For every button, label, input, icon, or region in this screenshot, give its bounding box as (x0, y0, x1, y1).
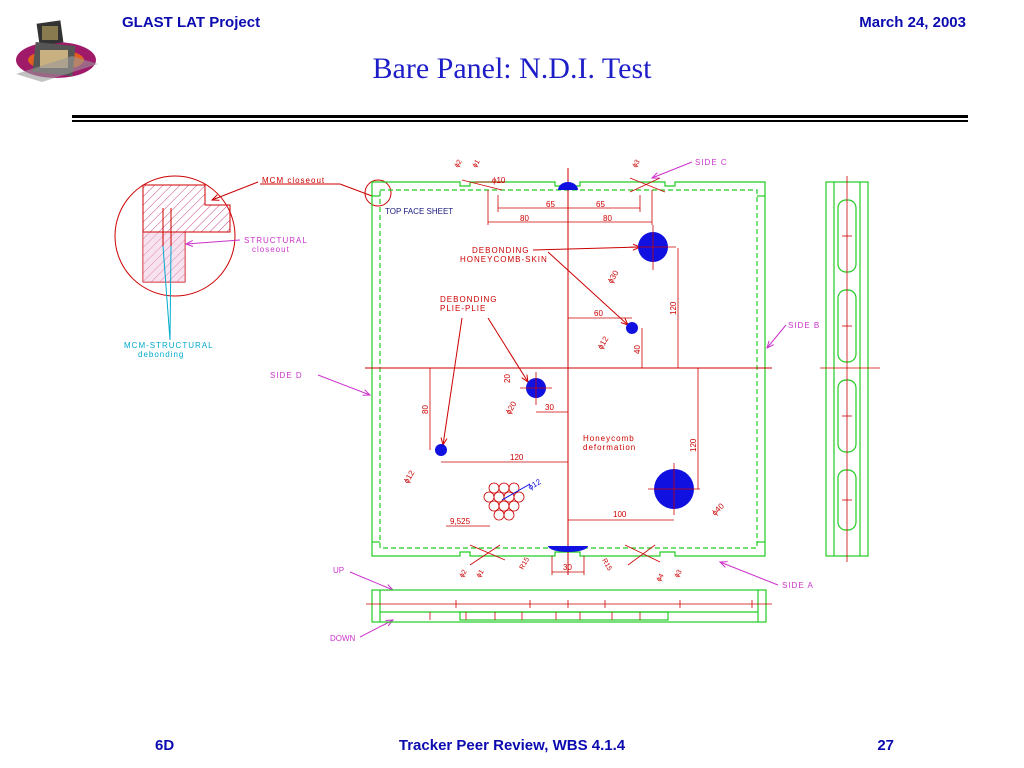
label-debonding-pp-2: PLIE-PLIE (440, 304, 486, 313)
dim-65-left: 65 (546, 200, 555, 209)
dim-phi4-bot: ϕ4 (656, 573, 666, 583)
label-mcm-structural-1: MCM-STRUCTURAL (124, 341, 214, 350)
label-side-b: SIDE B (788, 321, 820, 330)
label-debonding-pp-1: DEBONDING (440, 295, 497, 304)
defect-phi12-a (626, 322, 638, 334)
dim-80: 80 (421, 405, 430, 414)
dim-phi12-a: ϕ12 (596, 334, 611, 351)
label-debonding-hc-2: HONEYCOMB-SKIN (460, 255, 548, 264)
title-divider (72, 115, 968, 118)
presentation-date: March 24, 2003 (859, 14, 966, 31)
label-structural-1: STRUCTURAL (244, 236, 308, 245)
glast-logo-icon (16, 20, 98, 82)
dim-phi30: ϕ30 (606, 268, 621, 285)
label-down: DOWN (330, 634, 356, 643)
defect-phi12-b (435, 444, 447, 456)
dim-phi2-bot: ϕ2 (459, 569, 469, 579)
dim-30: 30 (545, 403, 554, 412)
dim-20: 20 (503, 374, 512, 383)
footer-section: 6D (155, 737, 175, 754)
honeycomb-cells (483, 482, 525, 521)
project-name: GLAST LAT Project (122, 14, 261, 31)
dim-100: 100 (613, 510, 627, 519)
label-side-c: SIDE C (695, 158, 728, 167)
dim-80-right: 80 (603, 214, 612, 223)
side-view-bottom (371, 589, 767, 623)
dim-120-lower: 120 (510, 453, 524, 462)
label-up: UP (333, 566, 344, 575)
dim-120-upper: 120 (669, 301, 678, 315)
dim-r15-right: R15 (600, 558, 613, 573)
label-structural-2: closeout (252, 245, 290, 254)
dim-phi10: ϕ10 (492, 176, 506, 185)
dim-9525: 9,525 (450, 517, 471, 526)
dim-phi12-c: ϕ12 (527, 477, 544, 492)
dim-120-right: 120 (689, 438, 698, 452)
dim-60: 60 (594, 309, 603, 318)
defect-top-edge (558, 182, 578, 190)
dim-phi40: ϕ40 (710, 501, 726, 517)
dim-phi1-top: ϕ1 (472, 159, 482, 169)
label-side-d: SIDE D (270, 371, 303, 380)
label-debonding-hc-1: DEBONDING (472, 246, 529, 255)
title-divider-thin (72, 120, 968, 122)
dim-phi2-top: ϕ2 (454, 159, 464, 169)
dim-65-right: 65 (596, 200, 605, 209)
label-honeycomb-def-1: Honeycomb (583, 434, 635, 443)
label-top-face-sheet: TOP FACE SHEET (385, 207, 453, 216)
dim-r15-left: R15 (519, 556, 532, 571)
dim-30-bottom: 30 (563, 563, 572, 572)
dim-80-left: 80 (520, 214, 529, 223)
label-mcm-structural-2: debonding (138, 350, 184, 359)
dim-phi12-b: ϕ12 (402, 468, 417, 485)
label-honeycomb-def-2: deformation (583, 443, 636, 452)
dim-phi20: ϕ20 (504, 399, 519, 416)
dim-phi3-bot: ϕ3 (674, 569, 684, 579)
side-view-bottom-ticks (429, 600, 753, 620)
label-mcm-closeout: MCM closeout (262, 176, 325, 185)
label-side-a: SIDE A (782, 581, 814, 590)
page-number: 27 (877, 737, 894, 754)
footer-title: Tracker Peer Review, WBS 4.1.4 (398, 737, 626, 754)
defect-bottom-edge (548, 546, 588, 552)
closeout-detail (114, 175, 236, 297)
dim-phi3-top: ϕ3 (632, 159, 642, 169)
slide-title: Bare Panel: N.D.I. Test (372, 52, 652, 85)
dim-phi1-bot: ϕ1 (476, 569, 486, 579)
dim-40: 40 (633, 345, 642, 354)
